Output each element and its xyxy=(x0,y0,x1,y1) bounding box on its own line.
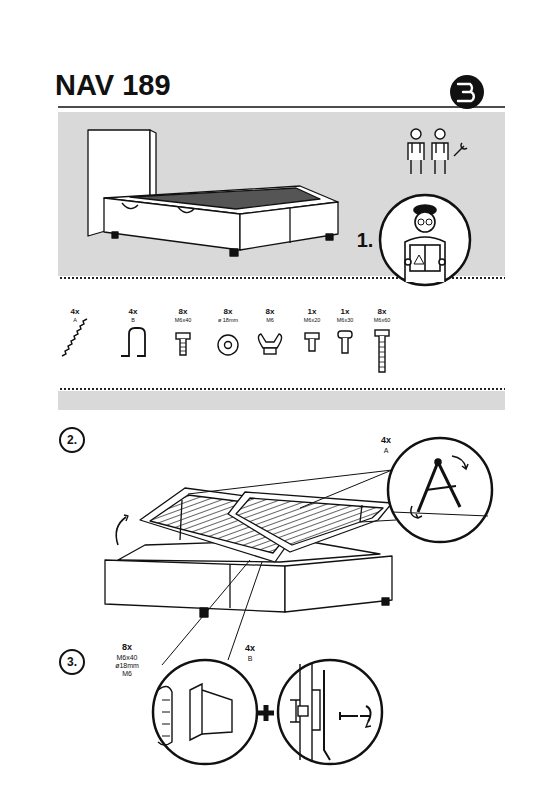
panel xyxy=(58,391,505,410)
part-label: A xyxy=(384,447,389,454)
brand-logo xyxy=(450,75,484,109)
part-label: ø 18mm xyxy=(218,318,238,324)
part-label: 1x xyxy=(341,308,350,316)
part-label: B xyxy=(248,655,253,662)
bracket-detail xyxy=(153,660,257,764)
part-label: A xyxy=(73,318,77,324)
parts-row xyxy=(62,319,389,372)
bed-illustration xyxy=(88,130,338,256)
part-label: 4x xyxy=(129,308,138,316)
step-number-circle: 2. xyxy=(59,427,85,453)
step-number: 3. xyxy=(67,656,77,668)
bolt-detail xyxy=(278,660,382,764)
part-label: 8x xyxy=(266,308,275,316)
part-label: M6x30 xyxy=(337,318,354,324)
plus-sign xyxy=(258,705,274,721)
part-label: 8x xyxy=(179,308,188,316)
leader-lines xyxy=(162,470,396,665)
step-number: 2. xyxy=(67,434,77,446)
part-label: 1x xyxy=(308,308,317,316)
part-label: B xyxy=(131,318,135,324)
part-label: M6 xyxy=(122,670,132,677)
part-label: M6x40 xyxy=(116,654,137,661)
part-label: M6x40 xyxy=(175,318,192,324)
part-label: M6x20 xyxy=(304,318,321,324)
part-label: 4x xyxy=(245,644,255,653)
storage-bed-open xyxy=(105,488,392,617)
part-label: 4x xyxy=(381,436,391,445)
step-number: 1. xyxy=(357,230,374,250)
part-label: M6x60 xyxy=(374,318,391,324)
part-label: 8x xyxy=(378,308,387,316)
page-title: NAV 189 xyxy=(55,71,171,100)
rule xyxy=(58,106,505,108)
part-label: 4x xyxy=(71,308,80,316)
part-label: M6 xyxy=(266,318,274,324)
step-number-circle: 3. xyxy=(59,649,85,675)
spring-part xyxy=(62,319,87,356)
part-label: 8x xyxy=(122,643,132,652)
panel xyxy=(58,112,505,276)
read-manual-icon xyxy=(380,195,470,285)
part-label: 8x xyxy=(224,308,233,316)
part-label: ø18mm xyxy=(115,662,139,669)
two-person-icon xyxy=(408,129,467,174)
gas-strut-detail xyxy=(388,438,492,542)
dotted-divider xyxy=(58,388,505,390)
